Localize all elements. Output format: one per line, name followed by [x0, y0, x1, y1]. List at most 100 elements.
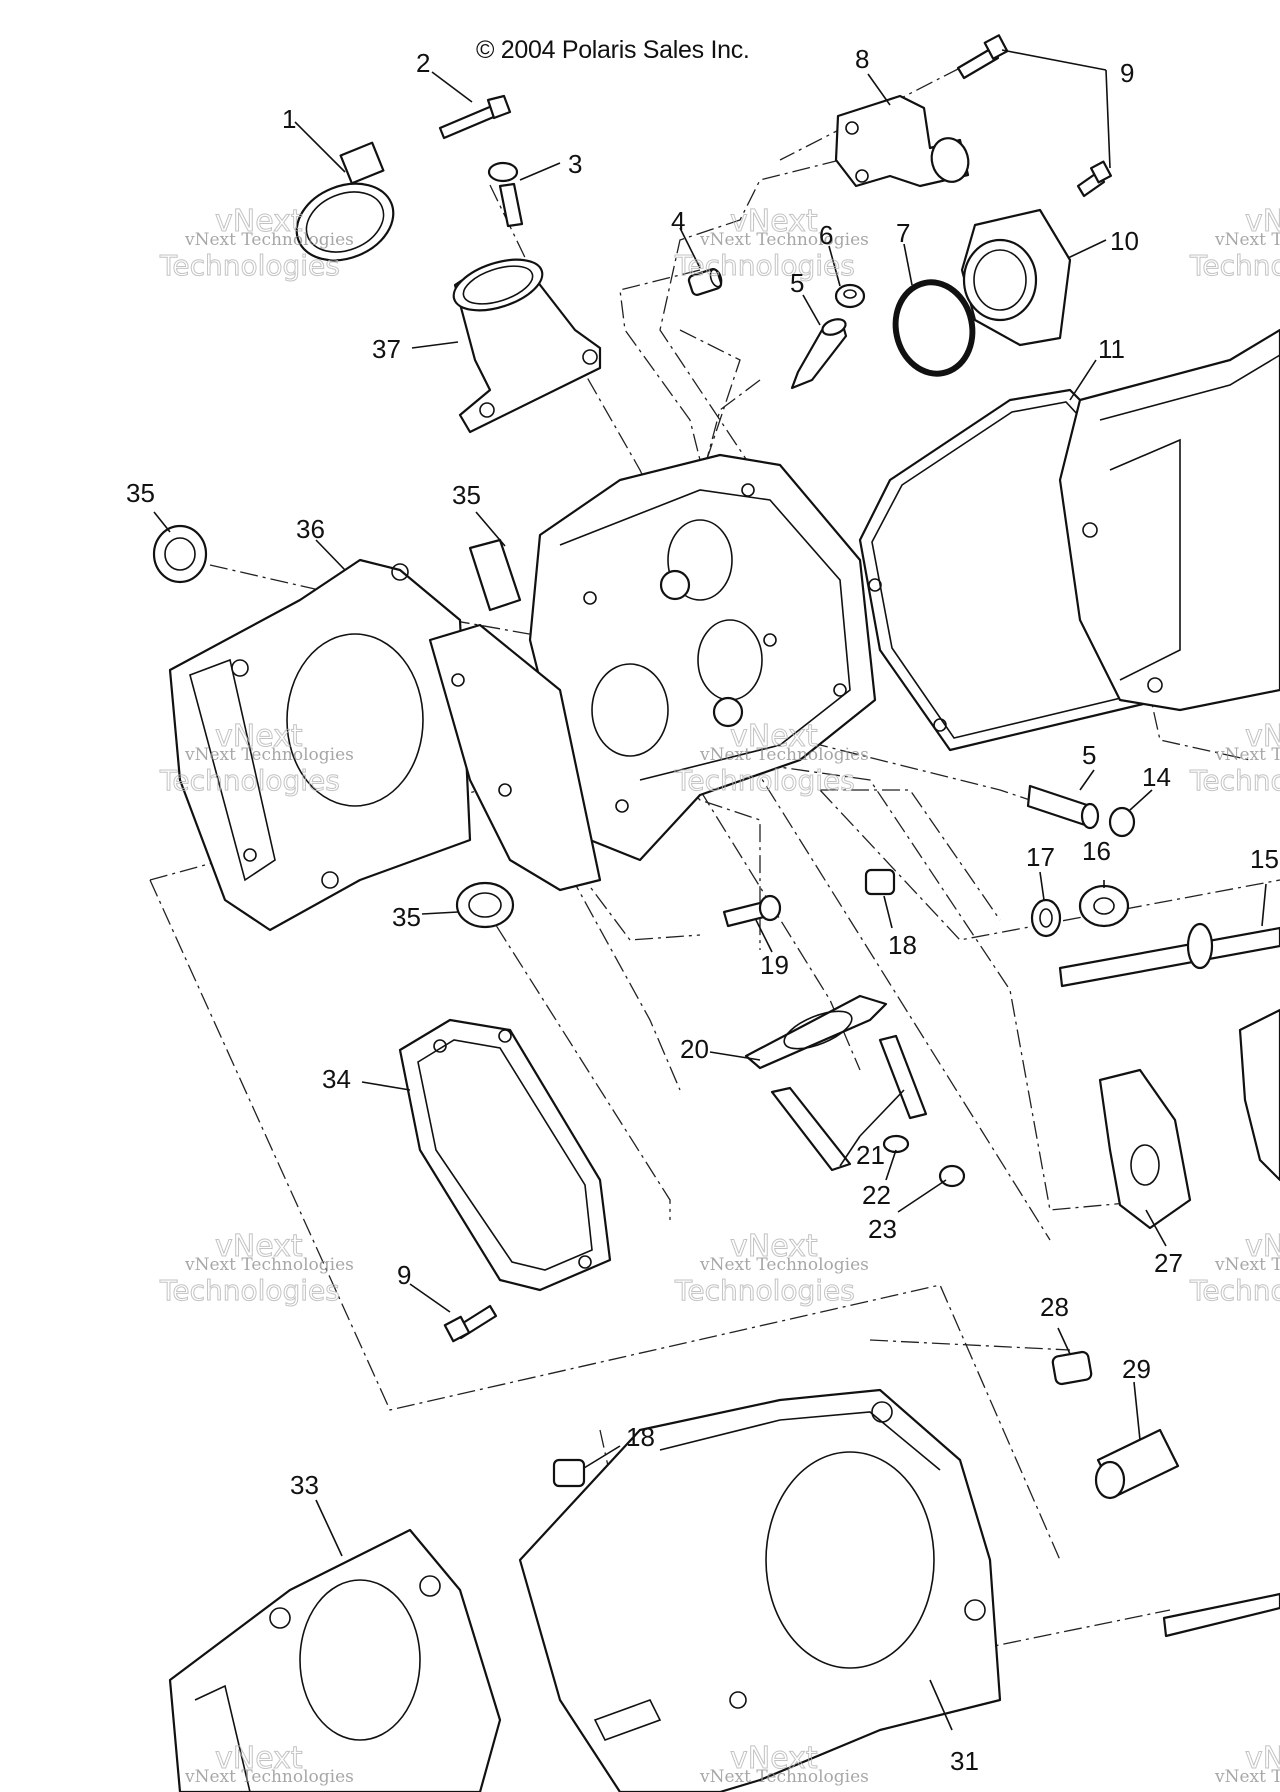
- watermark-text: Technologies: [674, 249, 855, 282]
- part-labels: 1 2 3 4 5 5 6 7 8 9 9 10 11 14 15 16 17 …: [126, 44, 1279, 1776]
- part-label-17: 17: [1026, 842, 1055, 872]
- nut-part: [834, 283, 866, 309]
- stud-part: [770, 1034, 928, 1172]
- washer-part: [882, 1134, 966, 1188]
- part-label-31: 31: [950, 1746, 979, 1776]
- part-label-11: 11: [1098, 334, 1125, 364]
- part-label-35: 35: [126, 478, 155, 508]
- clamp-part: [295, 141, 395, 262]
- part-label-9: 9: [397, 1260, 411, 1290]
- head-base-part: [428, 623, 602, 892]
- part-label-20: 20: [680, 1034, 709, 1064]
- part-label-15: 15: [1250, 844, 1279, 874]
- part-label-18: 18: [626, 1422, 655, 1452]
- part-label-9: 9: [1120, 58, 1134, 88]
- pin-part: [687, 268, 723, 296]
- part-label-7: 7: [896, 218, 910, 248]
- elbow-part: [834, 94, 970, 188]
- watermark-text: Technologies: [674, 764, 855, 797]
- watermark-text: vNext: [215, 1741, 303, 1776]
- watermark-text: vNext Technologies: [184, 1767, 354, 1787]
- part-label-21: 21: [856, 1140, 885, 1170]
- watermark-text: Technologies: [159, 764, 340, 797]
- part-label-2: 2: [416, 48, 430, 78]
- bolt-part: [443, 34, 1113, 1343]
- watermark-text: Technologies: [1189, 764, 1280, 797]
- part-label-23: 23: [868, 1214, 897, 1244]
- watermark-text: vNext Technologies: [1214, 230, 1280, 250]
- watermark-text: vNext: [730, 1741, 818, 1776]
- watermark-text: vNext Technologies: [1214, 1767, 1280, 1787]
- dowel-part: [1051, 1350, 1093, 1386]
- part-label-3: 3: [568, 149, 582, 179]
- part-label-10: 10: [1110, 226, 1139, 256]
- part-label-4: 4: [671, 206, 685, 236]
- watermark-text: vNext: [1245, 719, 1280, 754]
- cylinder-head-part: [468, 453, 877, 862]
- watermark-text: vNext Technologies: [184, 1255, 354, 1275]
- watermark-text: vNext: [1245, 1229, 1280, 1264]
- watermark-text: Technologies: [159, 1274, 340, 1307]
- watermark-text: Technologies: [674, 1274, 855, 1307]
- part-label-1: 1: [282, 104, 296, 134]
- watermark-text: vNext: [215, 1229, 303, 1264]
- watermark-text: vNext Technologies: [699, 1255, 869, 1275]
- watermark-text: Technologies: [1189, 249, 1280, 282]
- tensioner-part: [1098, 1008, 1280, 1230]
- watermark-text: Technologies: [159, 249, 340, 282]
- part-label-18: 18: [888, 930, 917, 960]
- cover-part: [398, 1018, 612, 1292]
- valve-cover-part: [1058, 328, 1280, 712]
- watermark-text: vNext Technologies: [184, 230, 354, 250]
- watermark-text: vNext: [1245, 204, 1280, 239]
- watermark-text: vNext: [730, 1229, 818, 1264]
- head-gasket-part: [168, 558, 472, 932]
- watermark-text: vNext: [730, 719, 818, 754]
- watermark-text: vNext Technologies: [699, 1767, 869, 1787]
- copyright-notice: © 2004 Polaris Sales Inc.: [476, 36, 750, 64]
- cylinder-part: [518, 1388, 1002, 1792]
- sensor-part: [1094, 1428, 1180, 1500]
- part-label-5: 5: [790, 268, 804, 298]
- watermark-group: vNext Technologies vNext Technologies vN…: [159, 204, 1280, 1788]
- part-label-16: 16: [1082, 836, 1111, 866]
- small-parts: [1030, 806, 1136, 938]
- watermark-text: vNext Technologies: [1214, 1255, 1280, 1275]
- pipe-part: [1026, 784, 1100, 830]
- gasket-part: [744, 994, 888, 1070]
- part-label-8: 8: [855, 44, 869, 74]
- pipe-part: [790, 318, 848, 390]
- watermark-text: vNext Technologies: [184, 745, 354, 765]
- bolt-part: [438, 94, 512, 140]
- watermark-text: vNext: [1245, 1741, 1280, 1776]
- watermark-text: vNext: [215, 204, 303, 239]
- part-label-35: 35: [392, 902, 421, 932]
- leader-lines: [153, 49, 1267, 1731]
- watermark-text: vNext: [215, 719, 303, 754]
- watermark-text: vNext Technologies: [699, 745, 869, 765]
- part-label-19: 19: [760, 950, 789, 980]
- intake-boot-part: [452, 258, 602, 434]
- part-label-37: 37: [372, 334, 401, 364]
- part-label-35: 35: [452, 480, 481, 510]
- long-bolt-part: [1058, 922, 1280, 1638]
- part-label-29: 29: [1122, 1354, 1151, 1384]
- watermark-text: vNext Technologies: [1214, 745, 1280, 765]
- o-ring-part: [892, 279, 976, 377]
- housing-part: [960, 208, 1072, 347]
- part-label-27: 27: [1154, 1248, 1183, 1278]
- part-label-36: 36: [296, 514, 325, 544]
- part-label-34: 34: [322, 1064, 351, 1094]
- part-label-28: 28: [1040, 1292, 1069, 1322]
- bolt-part: [722, 894, 782, 928]
- watermark-text: Technologies: [1189, 1274, 1280, 1307]
- spacer-part: [552, 868, 896, 1488]
- part-label-5: 5: [1082, 740, 1096, 770]
- watermark-text: vNext Technologies: [699, 230, 869, 250]
- bolt-part: [487, 161, 524, 228]
- seal-part: [152, 524, 515, 929]
- part-label-6: 6: [819, 220, 833, 250]
- part-label-22: 22: [862, 1180, 891, 1210]
